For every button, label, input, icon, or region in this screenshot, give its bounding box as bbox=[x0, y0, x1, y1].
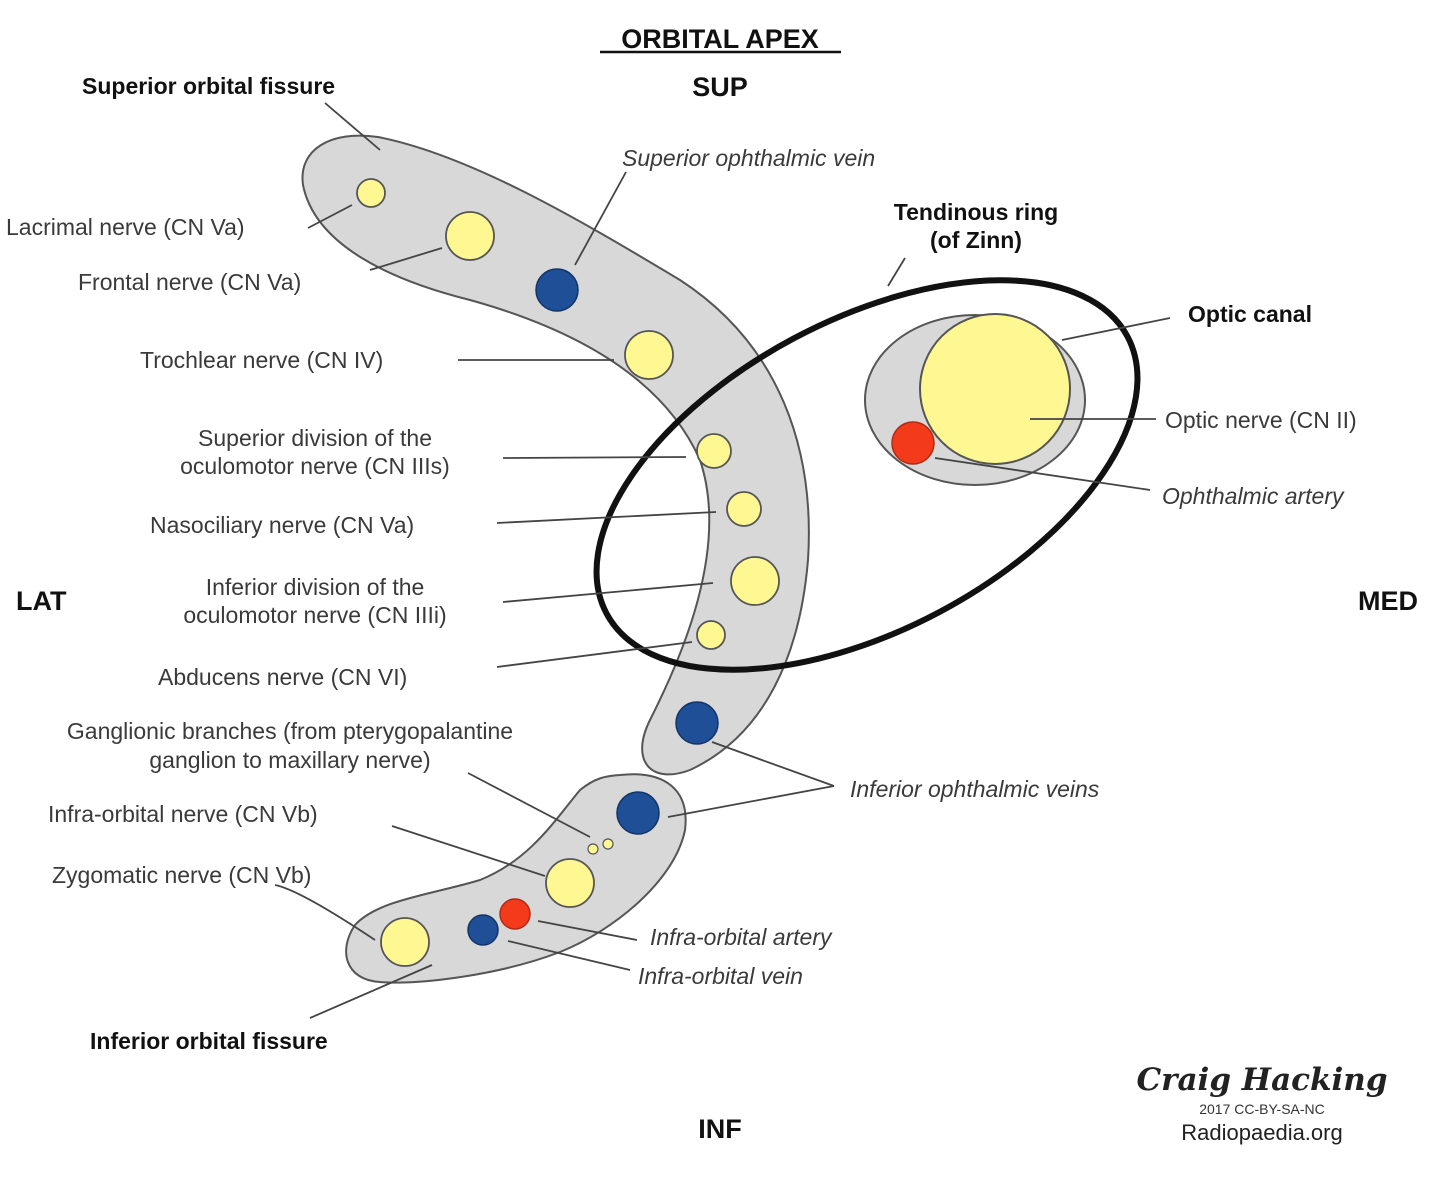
inf-oculomotor-label-line2: oculomotor nerve (CN IIIi) bbox=[183, 602, 446, 628]
inferior-ophthalmic-veins-label: Inferior ophthalmic veins bbox=[850, 776, 1100, 802]
superior-ophthalmic-vein-circle bbox=[535, 268, 579, 312]
lacrimal-nerve-label: Lacrimal nerve (CN Va) bbox=[6, 214, 245, 240]
sup-oculomotor-nerve-circle bbox=[696, 433, 732, 469]
leader-line bbox=[711, 741, 835, 787]
author-signature: Craig Hacking bbox=[1136, 1062, 1387, 1098]
leader-line bbox=[274, 884, 376, 941]
leader-line bbox=[887, 257, 906, 287]
tendinous-ring-label-line2: (of Zinn) bbox=[930, 227, 1022, 253]
inferior-orbital-fissure-shape bbox=[345, 773, 687, 984]
ophthalmic-artery-label: Ophthalmic artery bbox=[1162, 483, 1345, 509]
optic-canal-label: Optic canal bbox=[1188, 301, 1312, 327]
tendinous-ring-outline bbox=[593, 277, 1141, 673]
nasociliary-nerve-label: Nasociliary nerve (CN Va) bbox=[150, 512, 414, 538]
optic-nerve-circle bbox=[919, 313, 1071, 465]
lacrimal-nerve-circle bbox=[356, 178, 386, 208]
inferior-ophthalmic-vein-lower-circle bbox=[616, 791, 660, 835]
ganglionic-branches-label-line1: Ganglionic branches (from pterygopalanti… bbox=[67, 718, 513, 744]
ophthalmic-artery-circle bbox=[891, 421, 935, 465]
license-text: 2017 CC-BY-SA-NC bbox=[1199, 1101, 1325, 1117]
direction-sup: SUP bbox=[692, 72, 748, 102]
leader-line bbox=[467, 772, 591, 838]
abducens-nerve-circle bbox=[696, 620, 726, 650]
leader-lines bbox=[274, 102, 1171, 1019]
infraorbital-artery-circle bbox=[499, 898, 531, 930]
inferior-ophthalmic-vein-upper-circle bbox=[675, 701, 719, 745]
direction-inf: INF bbox=[698, 1114, 742, 1144]
leader-line bbox=[1061, 317, 1171, 341]
superior-orbital-fissure-shape bbox=[301, 134, 810, 776]
infraorbital-nerve-label: Infra-orbital nerve (CN Vb) bbox=[48, 801, 318, 827]
infraorbital-artery-label: Infra-orbital artery bbox=[650, 924, 833, 950]
trochlear-nerve-circle bbox=[624, 330, 674, 380]
leader-line bbox=[502, 456, 687, 459]
abducens-nerve-label: Abducens nerve (CN VI) bbox=[158, 664, 407, 690]
infraorbital-vein-label: Infra-orbital vein bbox=[638, 963, 803, 989]
zygomatic-nerve-label: Zygomatic nerve (CN Vb) bbox=[52, 862, 311, 888]
leader-line bbox=[574, 171, 627, 266]
leader-line bbox=[369, 247, 443, 271]
diagram-title: ORBITAL APEX bbox=[621, 24, 819, 54]
optic-nerve-label: Optic nerve (CN II) bbox=[1165, 407, 1357, 433]
leader-line bbox=[496, 641, 693, 668]
direction-med: MED bbox=[1358, 586, 1418, 616]
frontal-nerve-label: Frontal nerve (CN Va) bbox=[78, 269, 301, 295]
leader-line bbox=[502, 582, 714, 603]
infraorbital-vein-circle bbox=[467, 914, 499, 946]
direction-lat: LAT bbox=[16, 586, 67, 616]
trochlear-nerve-label: Trochlear nerve (CN IV) bbox=[140, 347, 383, 373]
ganglionic-branches-label-line2: ganglion to maxillary nerve) bbox=[149, 747, 430, 773]
nasociliary-nerve-circle bbox=[726, 491, 762, 527]
superior-ophthalmic-vein-label: Superior ophthalmic vein bbox=[622, 145, 875, 171]
frontal-nerve-circle bbox=[445, 211, 495, 261]
inferior-orbital-fissure-label: Inferior orbital fissure bbox=[90, 1028, 328, 1054]
inf-oculomotor-nerve-circle bbox=[730, 556, 780, 606]
zygomatic-nerve-circle bbox=[380, 917, 430, 967]
leader-line bbox=[309, 964, 433, 1019]
leader-line bbox=[537, 920, 638, 941]
leader-line bbox=[391, 825, 546, 877]
inf-oculomotor-label-line1: Inferior division of the bbox=[206, 574, 425, 600]
leader-line bbox=[496, 511, 717, 524]
ganglionic-branch-circle bbox=[587, 843, 599, 855]
leader-line bbox=[507, 940, 631, 971]
infraorbital-nerve-circle bbox=[545, 858, 595, 908]
ganglionic-branch-circle bbox=[602, 838, 614, 850]
leader-line bbox=[667, 785, 835, 818]
leader-line bbox=[307, 204, 353, 229]
tendinous-ring-label-line1: Tendinous ring bbox=[894, 199, 1058, 225]
leader-line bbox=[934, 457, 1151, 491]
superior-orbital-fissure-label: Superior orbital fissure bbox=[82, 73, 335, 99]
site-credit: Radiopaedia.org bbox=[1181, 1120, 1342, 1145]
sup-oculomotor-label-line2: oculomotor nerve (CN IIIs) bbox=[180, 453, 450, 479]
sup-oculomotor-label-line1: Superior division of the bbox=[198, 425, 432, 451]
leader-line bbox=[324, 102, 381, 151]
